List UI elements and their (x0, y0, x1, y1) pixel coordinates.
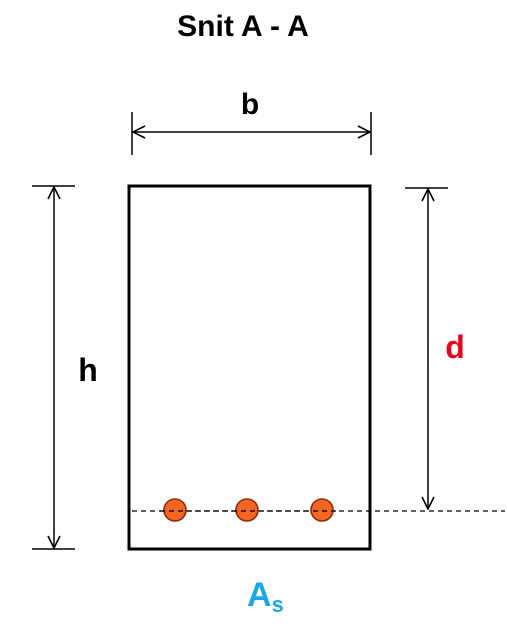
steel-area-subscript: s (272, 592, 284, 617)
width-label: b (241, 88, 259, 121)
section-title: Snit A - A (177, 10, 309, 43)
rebar (235, 498, 259, 522)
height-label: h (78, 352, 98, 388)
effective-depth-label: d (445, 329, 465, 365)
steel-area-main: A (247, 576, 272, 614)
beam-cross-section (127, 184, 372, 551)
steel-area-label: As (247, 576, 284, 617)
rebar (163, 498, 187, 522)
rebar (310, 498, 334, 522)
